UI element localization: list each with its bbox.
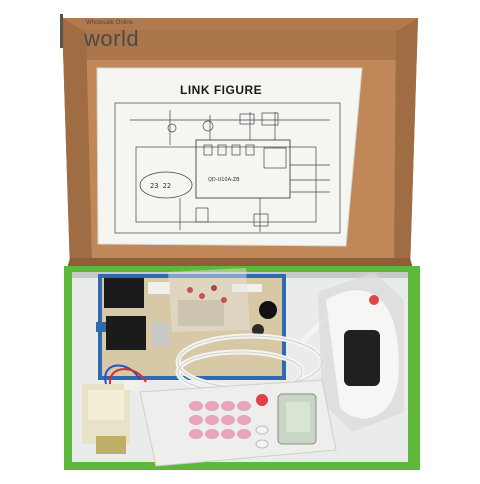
capacitor — [252, 324, 264, 336]
box-lid-right-flap — [394, 18, 418, 270]
relay — [104, 278, 144, 308]
wiring-diagram — [114, 102, 341, 234]
box-lid-shadow — [70, 30, 410, 60]
paper — [96, 67, 363, 247]
receiver-module — [318, 272, 404, 432]
connector-header — [232, 284, 262, 292]
remote-buttons — [189, 401, 269, 449]
box-lid-left-flap — [62, 18, 92, 270]
control-board — [96, 274, 286, 380]
instruction-sheet: LINK FIGURE — [96, 67, 363, 247]
relay — [106, 316, 146, 350]
display-reading: 23 22 — [150, 182, 171, 190]
watermark-tagline: Wholesale Online — [86, 20, 134, 26]
terminal-block — [148, 282, 170, 294]
paper-title: LINK FIGURE — [180, 83, 262, 97]
power-button-icon — [256, 394, 268, 406]
diagram-display: 23 22 — [139, 171, 193, 199]
watermark-brand: world — [84, 26, 140, 51]
board-label: QD-U10A-ZB — [208, 177, 240, 183]
capacitor-block — [152, 322, 170, 346]
transformer — [82, 364, 147, 454]
remote-control — [139, 379, 337, 467]
watermark-bar — [60, 14, 63, 48]
component-bag — [168, 268, 250, 332]
buzzer — [259, 301, 277, 319]
